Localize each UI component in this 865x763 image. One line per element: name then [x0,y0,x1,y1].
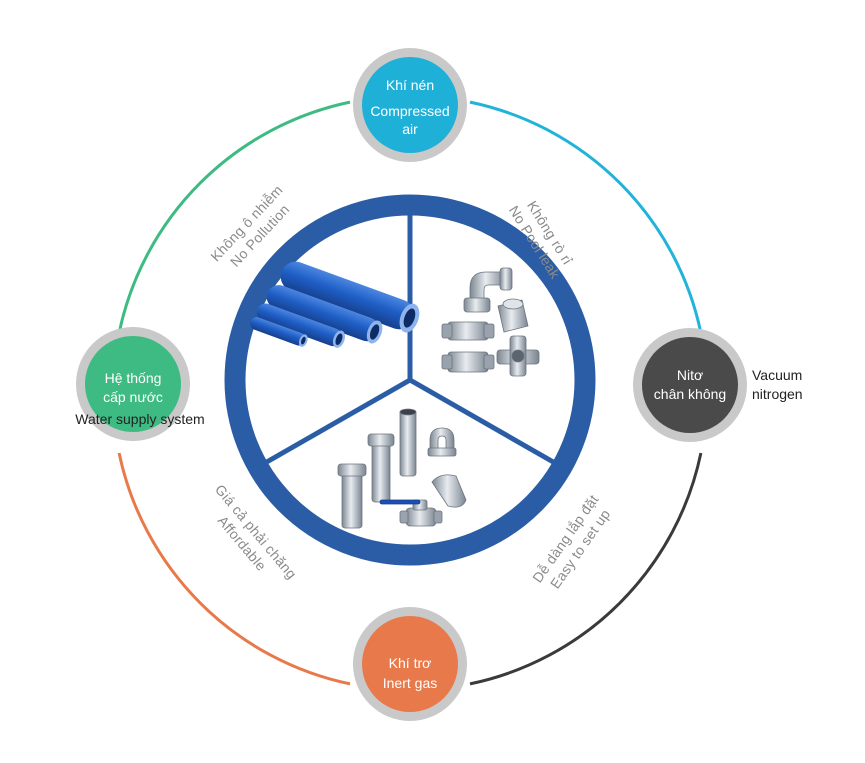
wheel-spoke-left [256,377,412,470]
node-compressed-air: Khí nén Compressed air [353,48,467,162]
fittings-image [441,267,540,377]
arc-right-bottom [469,452,703,686]
node-vacuum-nitrogen-en-1: Vacuum [752,367,802,383]
node-vacuum-nitrogen-fill [642,337,738,433]
node-compressed-air-en-2: air [402,121,418,137]
node-inert-gas-fill [362,616,458,712]
node-water-supply-fill [85,336,181,432]
node-inert-gas: Khí trơ Inert gas [353,607,467,721]
node-compressed-air-vi: Khí nén [386,77,434,93]
node-compressed-air-en-1: Compressed [370,103,449,119]
blue-pipes-image [250,261,420,348]
node-vacuum-nitrogen-vi-1: Nitơ [677,367,703,383]
node-vacuum-nitrogen-en-2: nitrogen [752,386,803,402]
arc-left-top [117,100,351,334]
valves-image [337,408,467,529]
arc-bottom-left [117,452,351,686]
node-water-supply: Hệ thống cấp nước Water supply system [75,327,205,441]
node-vacuum-nitrogen: Nitơ chân không Vacuum nitrogen [633,328,803,442]
arc-top-right [469,100,703,334]
node-water-supply-en: Water supply system [75,411,204,427]
node-inert-gas-vi: Khí trơ [389,655,432,671]
node-water-supply-vi-1: Hệ thống [105,370,162,386]
node-vacuum-nitrogen-vi-2: chân không [654,386,726,402]
node-inert-gas-en: Inert gas [383,675,437,691]
node-water-supply-vi-2: cấp nước [103,389,163,405]
node-compressed-air-fill [362,57,458,153]
wheel-spoke-right [408,377,564,470]
